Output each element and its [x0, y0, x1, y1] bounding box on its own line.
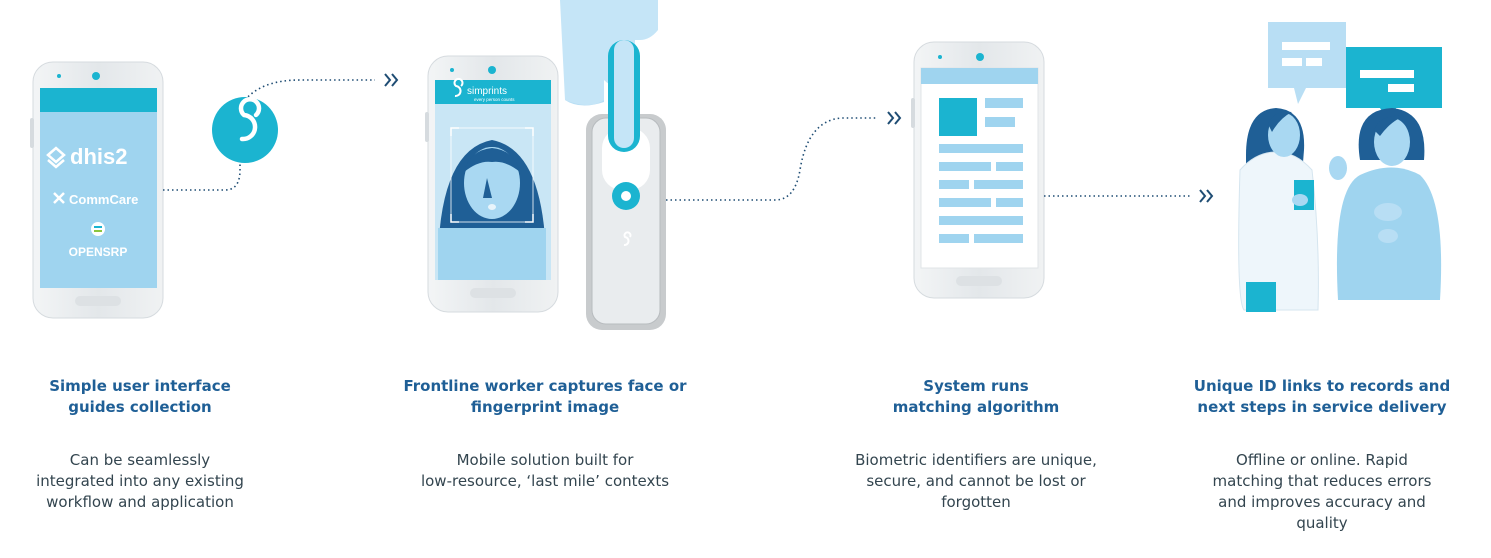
opensrp-label: OPENSRP [69, 245, 128, 259]
step-1-description: Can be seamlessly integrated into any ex… [0, 450, 280, 513]
heading-line: Simple user interface [49, 377, 231, 395]
description-line: integrated into any existing [36, 472, 244, 490]
description-line: quality [1296, 514, 1348, 532]
connector-line-2 [244, 79, 375, 101]
speech-bubble-icon [1268, 22, 1346, 104]
heading-line: Unique ID links to records and [1193, 377, 1451, 395]
simprints-brand-label: simprints [467, 86, 507, 97]
step-2-column: Frontline worker captures face or finger… [360, 376, 730, 492]
speech-bubble-icon [1346, 47, 1442, 124]
description-line: workflow and application [46, 493, 234, 511]
description-line: Biometric identifiers are unique, [855, 451, 1097, 469]
dhis2-logo-icon: dhis2 [46, 144, 127, 169]
description-line: low-resource, ‘last mile’ contexts [420, 472, 670, 490]
step-2-heading: Frontline worker captures face or finger… [360, 376, 730, 418]
phone-face-capture-illustration: simprints every person counts [425, 55, 559, 313]
fingerprint-scanner-illustration [560, 0, 666, 330]
step-3-heading: System runs matching algorithm [806, 376, 1146, 418]
dhis2-label: dhis2 [70, 144, 127, 169]
heading-line: matching algorithm [892, 398, 1060, 416]
step-3-column: System runs matching algorithm Biometric… [806, 376, 1146, 513]
simprints-tagline-label: every person counts [474, 97, 515, 102]
description-line: Can be seamlessly [69, 451, 211, 469]
process-illustration: dhis2 CommCare OPENSRP simprints eve [30, 0, 1442, 330]
step-4-description: Offline or online. Rapid matching that r… [1153, 450, 1491, 534]
connector-line-1 [163, 160, 241, 191]
phone-matching-illustration [911, 41, 1045, 299]
opensrp-logo-icon: OPENSRP [69, 222, 128, 259]
heading-line: guides collection [68, 398, 212, 416]
heading-line: Frontline worker captures face or [403, 377, 687, 395]
description-line: and improves accuracy and [1218, 493, 1426, 511]
step-4-heading: Unique ID links to records and next step… [1153, 376, 1491, 418]
step-1-heading: Simple user interface guides collection [0, 376, 280, 418]
simprints-logo-icon [212, 97, 278, 163]
step-1-column: Simple user interface guides collection … [0, 376, 280, 513]
step-3-description: Biometric identifiers are unique, secure… [806, 450, 1146, 513]
health-worker-patient-illustration [1238, 22, 1442, 312]
description-line: forgotten [941, 493, 1011, 511]
heading-line: next steps in service delivery [1197, 398, 1447, 416]
chevron-right-icon [887, 111, 902, 125]
connector-line-3 [666, 117, 878, 201]
phone-apps-illustration: dhis2 CommCare OPENSRP [30, 61, 164, 319]
description-line: secure, and cannot be lost or [866, 472, 1086, 490]
step-4-column: Unique ID links to records and next step… [1153, 376, 1491, 534]
description-line: Mobile solution built for [456, 451, 634, 469]
description-line: Offline or online. Rapid [1236, 451, 1408, 469]
chevron-right-icon [1199, 189, 1214, 203]
description-line: matching that reduces errors [1212, 472, 1432, 490]
step-2-description: Mobile solution built for low-resource, … [360, 450, 730, 492]
commcare-logo-icon: CommCare [53, 192, 138, 207]
commcare-label: CommCare [69, 192, 138, 207]
heading-line: System runs [923, 377, 1029, 395]
heading-line: fingerprint image [470, 398, 620, 416]
chevron-right-icon [384, 73, 399, 87]
